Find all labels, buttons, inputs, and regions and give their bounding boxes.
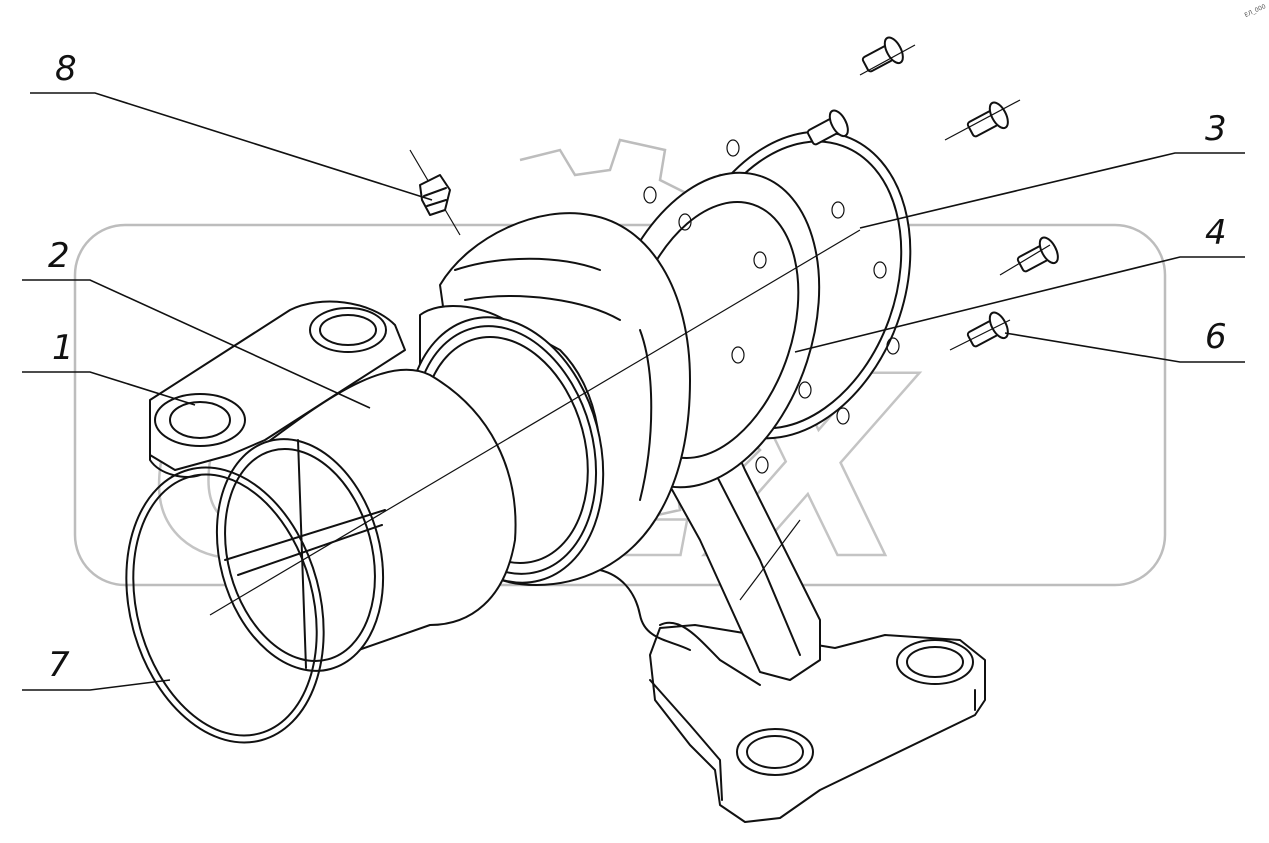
- leader-4: [794, 256, 1245, 353]
- leader-1: [22, 371, 196, 406]
- grease-nipple: [419, 174, 451, 216]
- leader-8: [30, 92, 433, 201]
- callout-7: 7: [48, 645, 70, 685]
- leader-lines: [22, 92, 1245, 691]
- callout-labels: 8 3 2 4 1 6 7 ЕЛ_000: [48, 3, 1267, 685]
- callout-1: 1: [52, 328, 74, 368]
- bracket-foot: [649, 624, 986, 823]
- seal-ring: [125, 466, 325, 744]
- callout-4: 4: [1205, 213, 1227, 253]
- callout-6: 6: [1205, 317, 1227, 357]
- callout-8: 8: [55, 49, 77, 89]
- leader-2: [22, 279, 371, 409]
- callout-3: 3: [1205, 109, 1227, 149]
- screws: [806, 36, 1059, 351]
- leader-3: [859, 152, 1245, 229]
- leader-7: [22, 679, 171, 691]
- corner-mark: ЕЛ_000: [1243, 3, 1267, 19]
- callout-2: 2: [48, 236, 70, 276]
- leader-6: [1004, 332, 1245, 363]
